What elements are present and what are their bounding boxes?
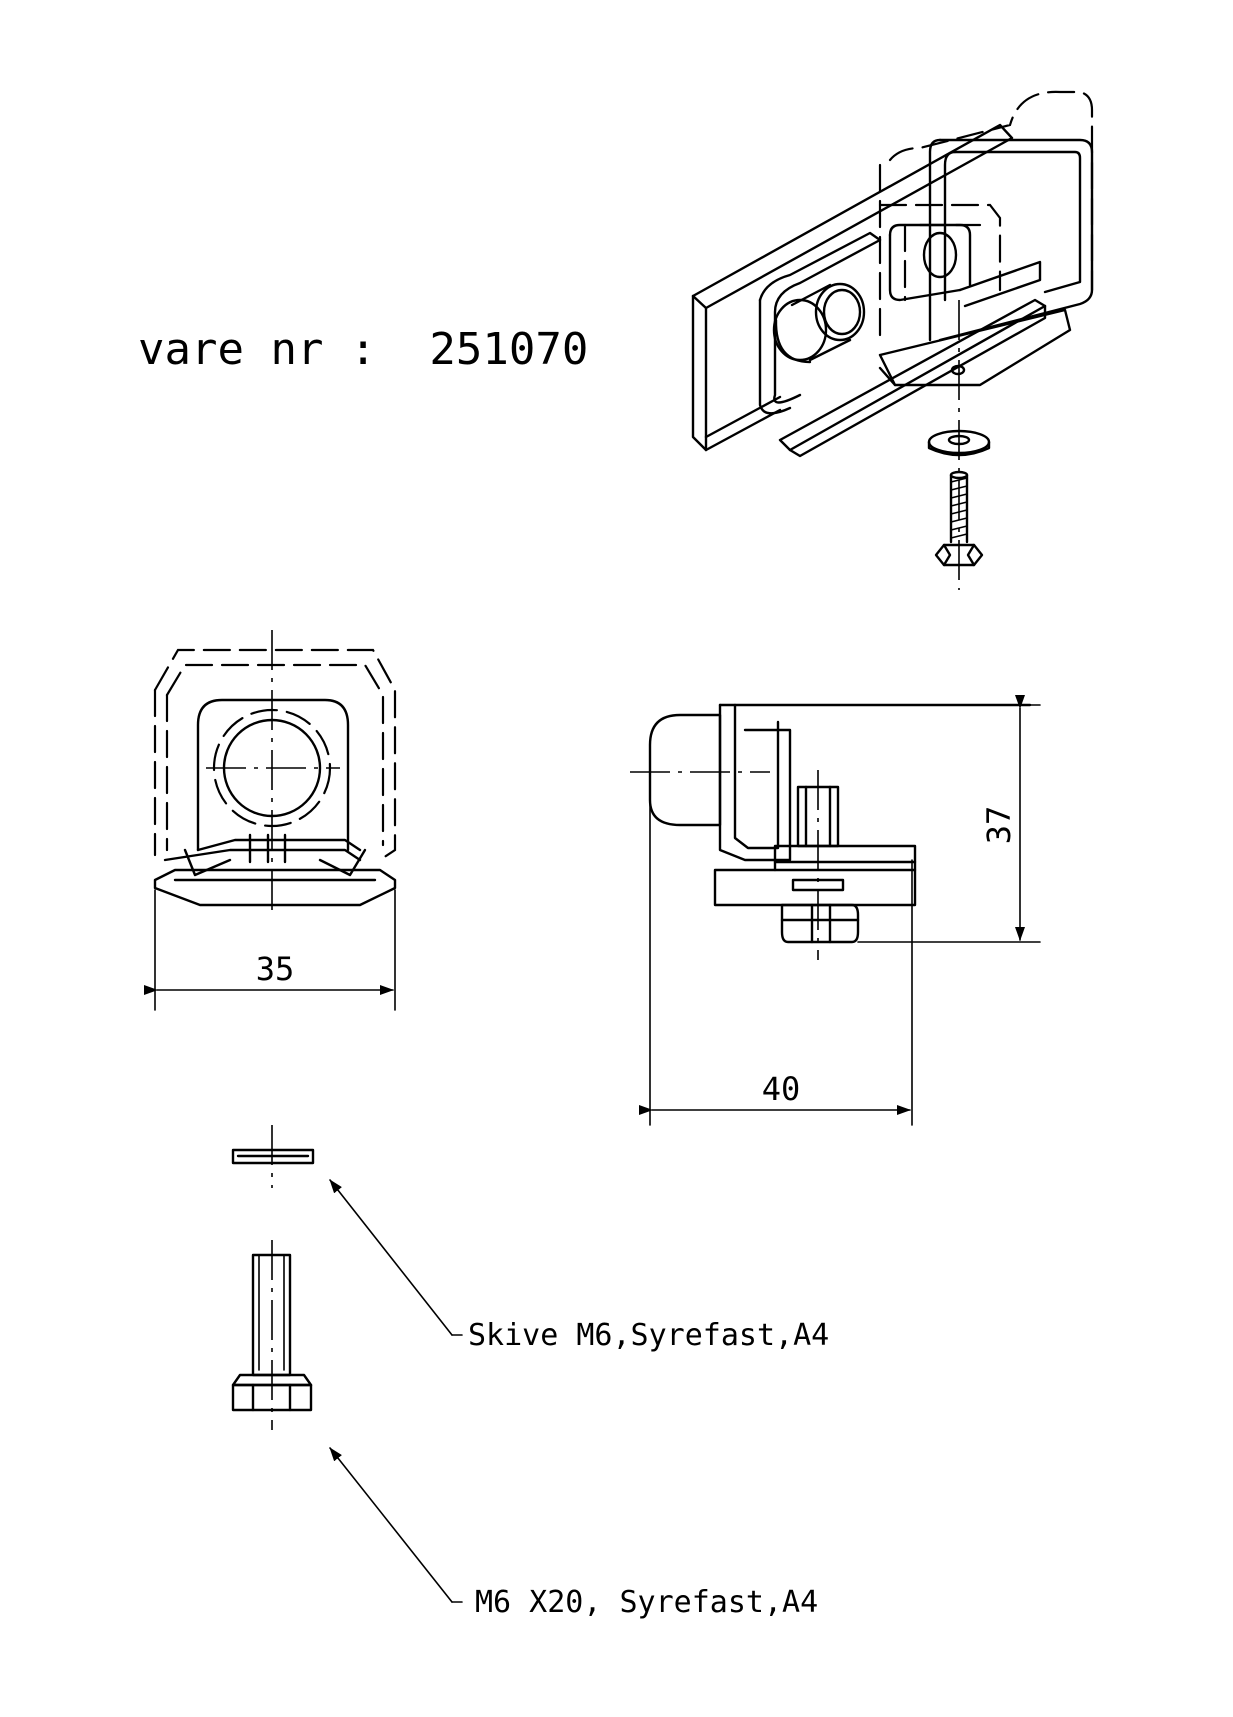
- dim-37-label: 37: [980, 806, 1018, 845]
- fastener-detail: Skive M6,Syrefast,A4 M6 X20, Syrefast,A4: [231, 1125, 829, 1620]
- dim-40-label: 40: [762, 1070, 801, 1108]
- dim-35-label: 35: [256, 950, 295, 988]
- part-number-label: vare nr : 251070: [138, 324, 588, 375]
- isometric-view: [691, 90, 1094, 590]
- bolt-callout: M6 X20, Syrefast,A4: [475, 1585, 818, 1620]
- washer-callout: Skive M6,Syrefast,A4: [468, 1318, 829, 1353]
- side-view: 37 40: [630, 695, 1041, 1126]
- front-view: 35: [144, 630, 397, 1011]
